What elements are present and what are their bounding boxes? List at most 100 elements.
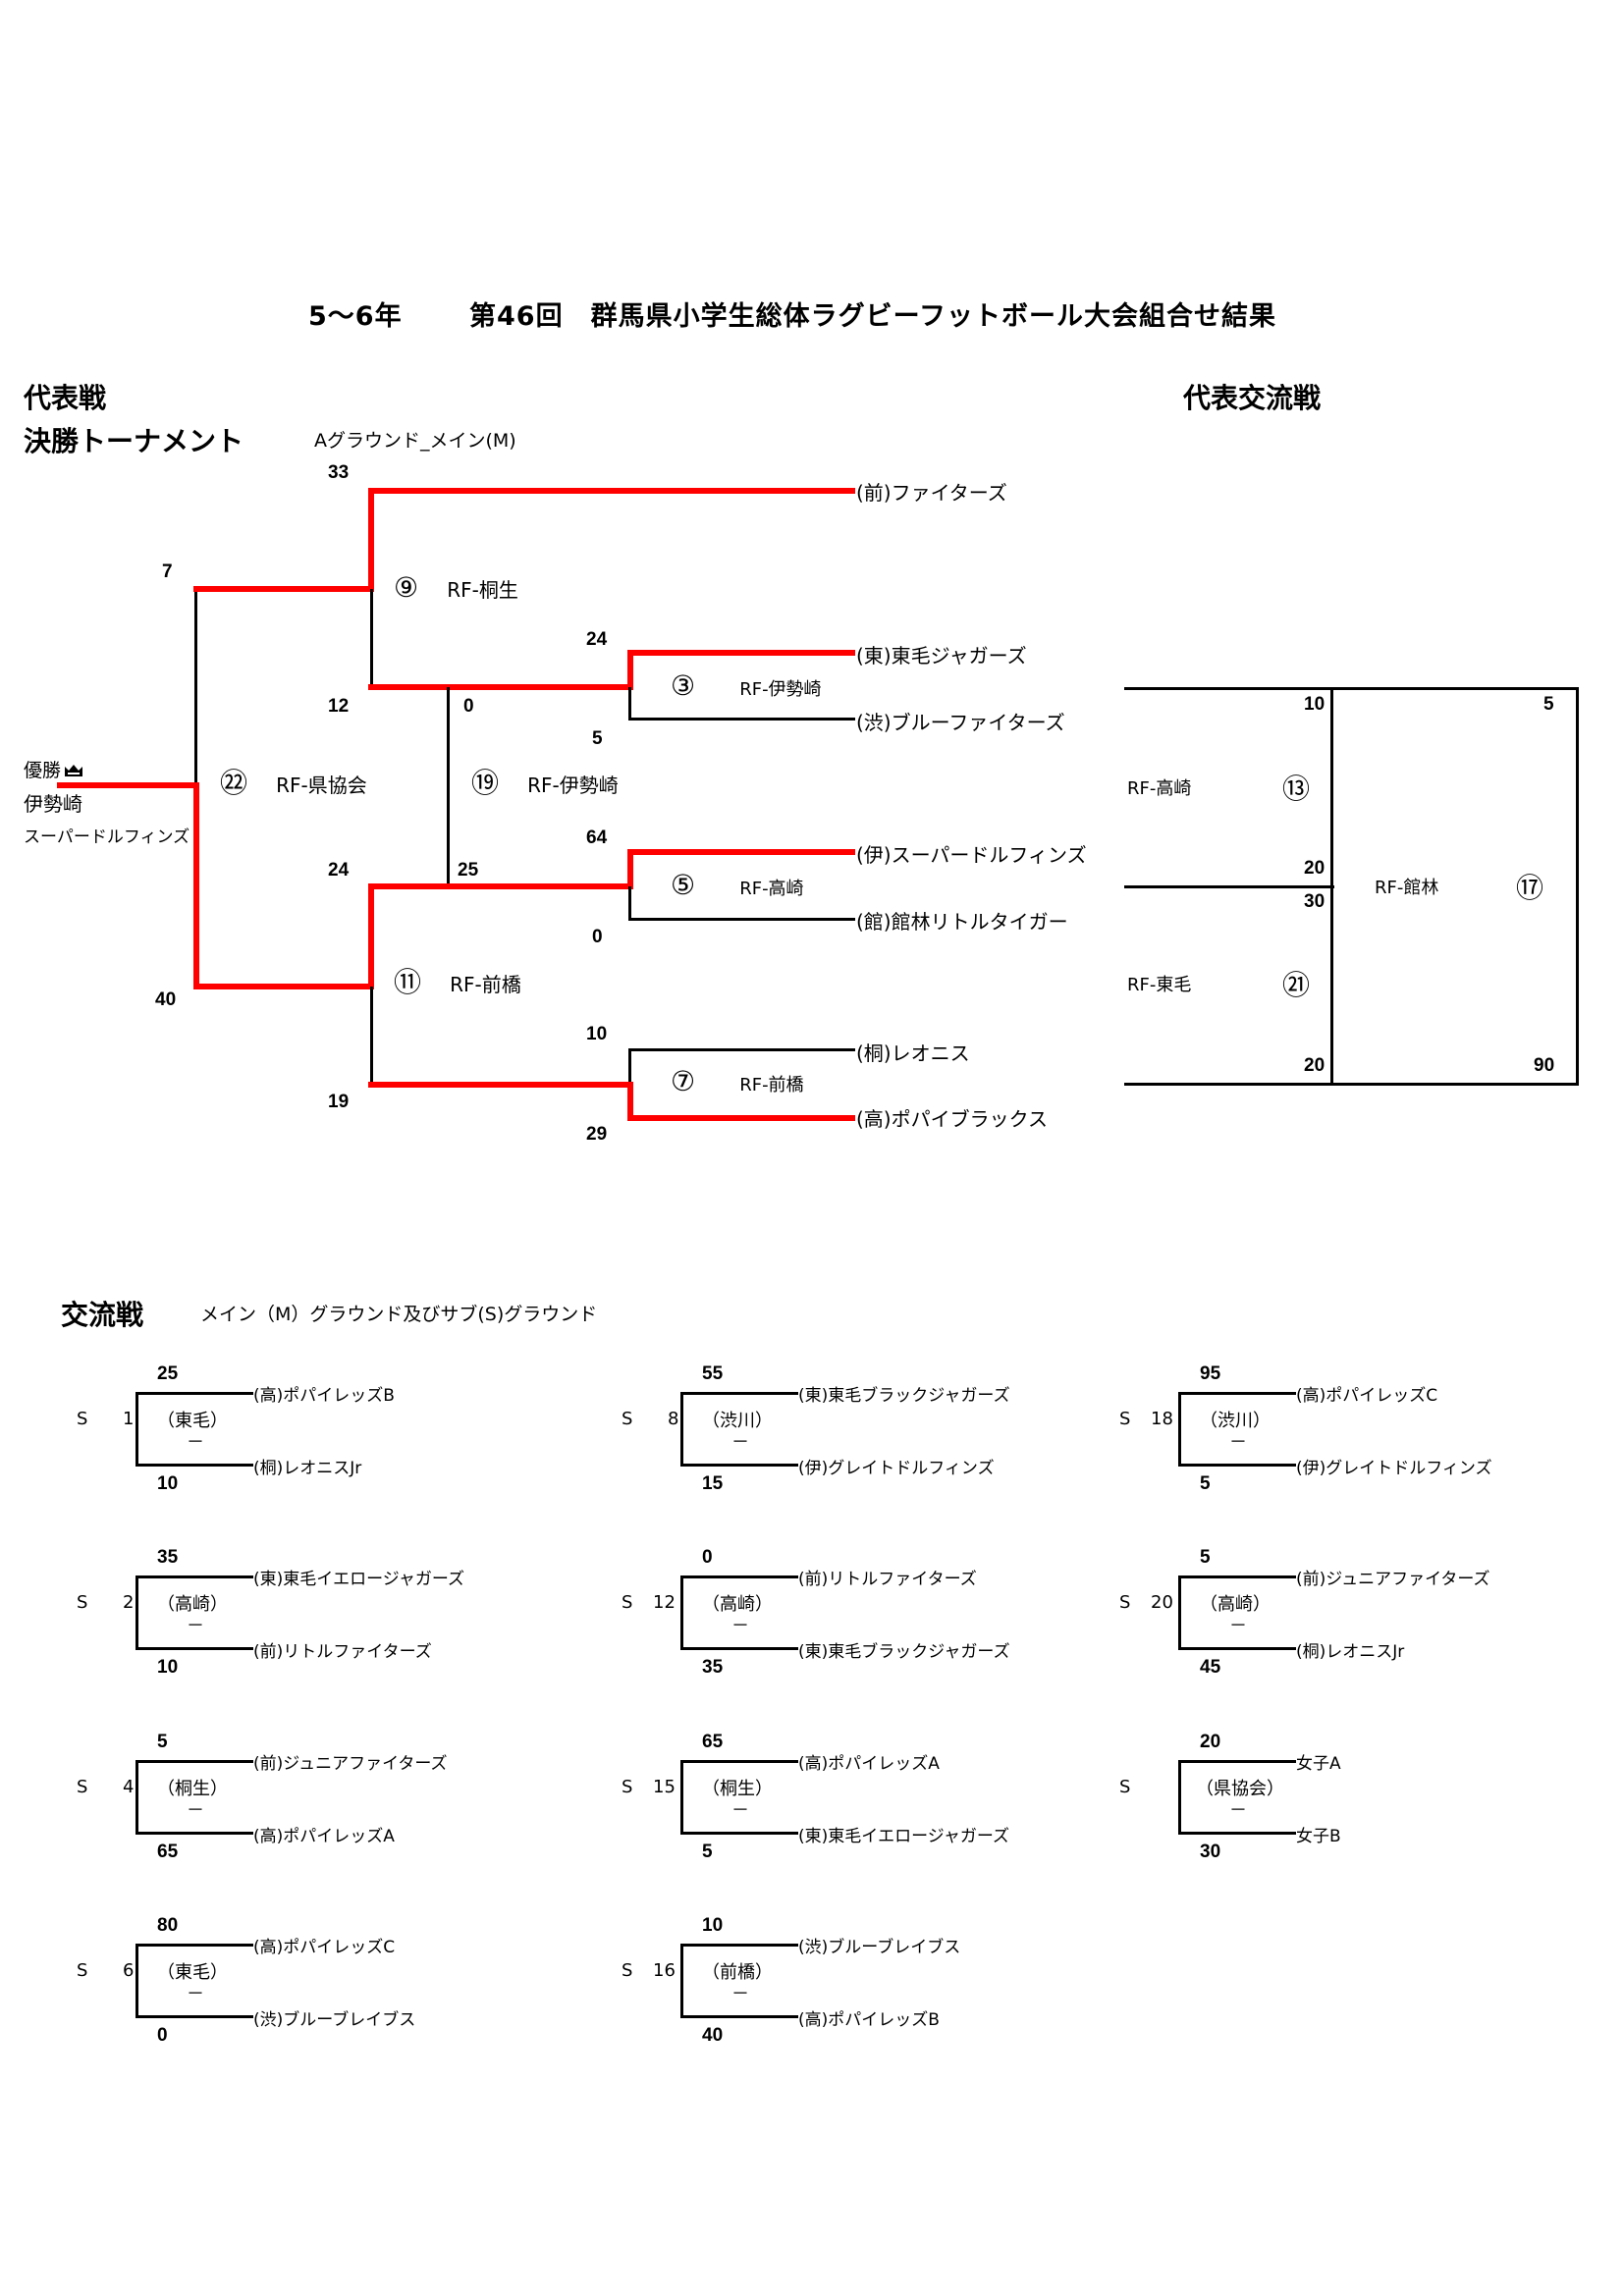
team-top: 女子A — [1296, 1754, 1341, 1774]
bracket-line — [1178, 1392, 1181, 1467]
bracket-line-winner — [193, 782, 199, 989]
page-title: 第46回 群馬県小学生総体ラグビーフットボール大会組合せ結果 — [469, 301, 1276, 332]
tournament-team: (渋)ブルーファイターズ — [856, 711, 1065, 734]
referee: RF-伊勢崎 — [739, 679, 822, 700]
dash: － — [1229, 1432, 1247, 1453]
bracket-line — [1330, 687, 1333, 1086]
match-number: 4 — [123, 1777, 135, 1797]
match-number: ③ — [671, 670, 696, 701]
tournament-team: (前)ファイターズ — [856, 481, 1007, 505]
bracket-line — [135, 1760, 253, 1763]
bracket-line-winner — [193, 984, 374, 989]
ground-code: S — [1119, 1592, 1131, 1613]
team-bottom: (高)ポパイレッズB — [798, 2010, 940, 2030]
team-top: (前)ジュニアファイターズ — [1296, 1570, 1490, 1589]
bracket-line — [680, 1760, 798, 1763]
team-top: (前)リトルファイターズ — [798, 1570, 977, 1589]
team-bottom: (高)ポパイレッズA — [253, 1827, 395, 1846]
score: 10 — [157, 1657, 179, 1678]
score: 20 — [1200, 1732, 1221, 1752]
match-number: ⑪ — [394, 967, 422, 997]
team-top: (高)ポパイレッズB — [253, 1386, 395, 1406]
match-number: ㉒ — [220, 768, 248, 798]
bracket-line — [1178, 1464, 1296, 1467]
team-bottom: (東)東毛ブラックジャガーズ — [798, 1642, 1010, 1662]
score: 29 — [586, 1124, 608, 1145]
bracket-line-winner — [368, 883, 633, 889]
bracket-line — [135, 1944, 253, 1947]
referee: （桐生） — [157, 1779, 228, 1799]
score: 30 — [1200, 1842, 1221, 1862]
ground-code: S — [77, 1777, 88, 1797]
referee: RF-東毛 — [1127, 975, 1192, 995]
score: 20 — [1304, 858, 1325, 879]
match-number: 8 — [668, 1409, 679, 1429]
bracket-line — [135, 1647, 253, 1650]
bracket-line-winner — [627, 849, 855, 855]
bracket-line — [135, 1392, 138, 1467]
score: 35 — [702, 1657, 724, 1678]
dash: － — [187, 1984, 204, 2004]
bracket-line — [135, 1832, 253, 1835]
referee: RF-館林 — [1375, 878, 1439, 898]
champion-team: スーパードルフィンズ — [24, 828, 190, 847]
referee: （県協会） — [1196, 1779, 1284, 1799]
section-tournament-heading: 決勝トーナメント — [24, 425, 244, 457]
score: 24 — [328, 860, 350, 881]
referee: RF-高崎 — [739, 879, 804, 899]
bracket-line — [135, 1464, 253, 1467]
ground-code: S — [1119, 1409, 1131, 1429]
bracket-line — [1576, 687, 1579, 1086]
team-top: (東)東毛イエロージャガーズ — [253, 1570, 465, 1589]
score: 5 — [592, 728, 603, 749]
score: 0 — [157, 2025, 168, 2046]
match-number: 2 — [123, 1592, 135, 1613]
score: 24 — [586, 629, 608, 650]
team-bottom: (前)リトルファイターズ — [253, 1642, 432, 1662]
ground-code: S — [622, 1960, 633, 1981]
team-bottom: (渋)ブルーブレイブス — [253, 2010, 416, 2030]
match-number: ⑨ — [394, 572, 419, 603]
bracket-line — [628, 886, 631, 921]
bracket-line — [135, 1760, 138, 1835]
referee: （高崎） — [157, 1594, 228, 1615]
match-number: 20 — [1151, 1592, 1173, 1613]
bracket-line-winner — [368, 488, 855, 494]
match-number: 18 — [1151, 1409, 1173, 1429]
bracket-line — [680, 1464, 798, 1467]
bracket-line — [370, 987, 373, 1085]
bracket-line-winner — [627, 1082, 633, 1121]
match-number: 12 — [653, 1592, 676, 1613]
dash: － — [187, 1616, 204, 1636]
section-rep-exchange-heading: 代表交流戦 — [1183, 382, 1322, 414]
bracket-line — [447, 687, 450, 886]
bracket-line-winner — [193, 586, 374, 592]
section-rep-heading: 代表戦 — [24, 382, 107, 414]
bracket-line — [628, 918, 855, 921]
score: 0 — [592, 927, 603, 947]
team-top: (東)東毛ブラックジャガーズ — [798, 1386, 1010, 1406]
bracket-line — [628, 1048, 855, 1051]
bracket-line — [1178, 1647, 1296, 1650]
tournament-team: (桐)レオニス — [856, 1041, 970, 1065]
match-number: ⑰ — [1516, 872, 1544, 904]
champion-text: 優勝 — [24, 760, 62, 781]
bracket-line — [135, 1575, 253, 1578]
score: 19 — [328, 1092, 350, 1112]
bracket-line — [135, 1392, 253, 1395]
score: 25 — [458, 860, 479, 881]
ground-code: S — [77, 1592, 88, 1613]
bracket-line — [628, 687, 631, 721]
match-number: ⑲ — [471, 768, 500, 798]
exchange-ground-label: メイン（M）グラウンド及びサブ(S)グラウンド — [200, 1304, 598, 1325]
dash: － — [1229, 1616, 1247, 1636]
tournament-team: (高)ポパイブラックス — [856, 1107, 1049, 1131]
bracket-line — [1178, 1760, 1181, 1835]
bracket-line — [680, 1944, 683, 2018]
score: 40 — [702, 2025, 724, 2046]
match-number: 6 — [123, 1960, 135, 1981]
